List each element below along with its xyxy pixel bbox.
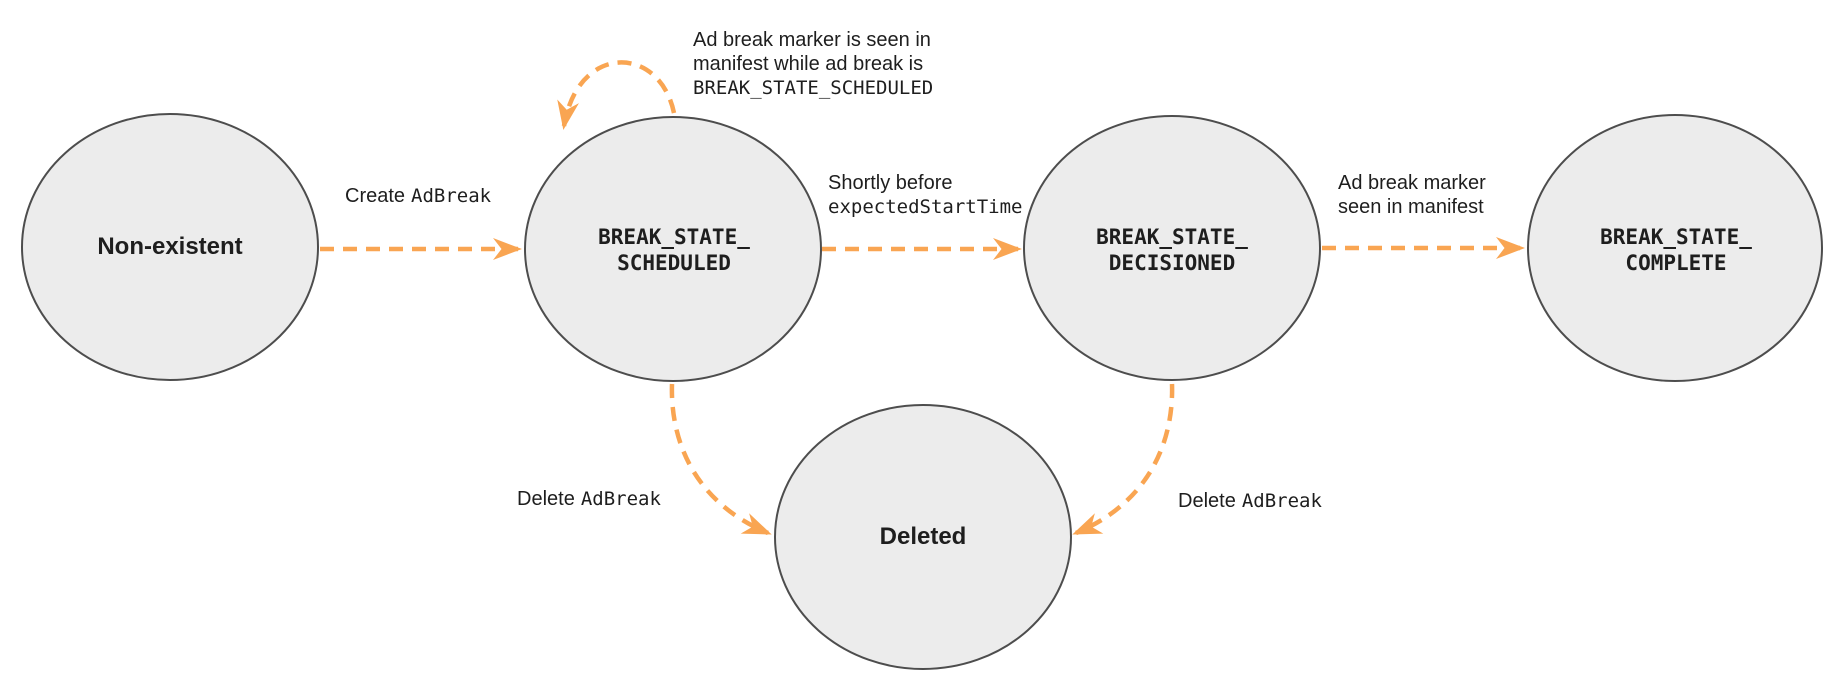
state-label-non-existent: Non-existent xyxy=(97,233,243,260)
state-ellipse-decisioned xyxy=(1023,115,1321,381)
state-ellipse-deleted xyxy=(774,404,1072,670)
transition-label-self-loop: Ad break marker is seen in manifest whil… xyxy=(693,28,933,100)
create-label-plain: Create xyxy=(345,185,406,207)
state-label-deleted: Deleted xyxy=(879,523,967,550)
self-loop-label-line1: Ad break marker is seen in xyxy=(693,29,931,51)
state-label-decisioned-line1: BREAK_STATE_ xyxy=(1096,225,1248,249)
shortly-before-label-plain: Shortly before xyxy=(828,172,953,194)
state-label-scheduled-line1: BREAK_STATE_ xyxy=(598,225,750,249)
state-label-complete-line1: BREAK_STATE_ xyxy=(1600,225,1752,249)
arrow-self-loop xyxy=(557,60,677,130)
self-loop-label-code-line: BREAK_STATE_SCHEDULED xyxy=(693,77,934,99)
state-label-decisioned: BREAK_STATE_ DECISIONED xyxy=(1096,224,1248,276)
state-label-complete: BREAK_STATE_ COMPLETE xyxy=(1600,224,1752,276)
arrow-delete-from-scheduled xyxy=(669,383,772,536)
delete-decisioned-label-plain: Delete xyxy=(1178,490,1236,512)
state-ellipse-non-existent xyxy=(21,113,319,381)
state-label-scheduled-line2: SCHEDULED xyxy=(617,251,731,275)
state-ellipse-scheduled xyxy=(524,116,822,382)
transition-label-shortly-before: Shortly before expectedStartTime xyxy=(828,171,1022,219)
create-label-code: AdBreak xyxy=(411,185,492,207)
state-label-complete-line2: COMPLETE xyxy=(1625,251,1727,275)
arrow-delete-from-decisioned xyxy=(1072,383,1175,536)
delete-scheduled-label-plain: Delete xyxy=(517,488,575,510)
state-label-decisioned-line2: DECISIONED xyxy=(1108,251,1236,275)
state-ellipse-complete xyxy=(1527,114,1823,382)
delete-decisioned-label-code: AdBreak xyxy=(1241,490,1322,512)
marker-seen-label-line2: seen in manifest xyxy=(1338,196,1484,218)
state-label-scheduled: BREAK_STATE_ SCHEDULED xyxy=(598,224,750,276)
marker-seen-label-line1: Ad break marker xyxy=(1338,172,1486,194)
delete-scheduled-label-code: AdBreak xyxy=(580,488,661,510)
self-loop-label-line2: manifest while ad break is xyxy=(693,53,924,75)
shortly-before-label-code: expectedStartTime xyxy=(828,196,1023,218)
transition-label-marker-seen: Ad break marker seen in manifest xyxy=(1338,171,1486,219)
